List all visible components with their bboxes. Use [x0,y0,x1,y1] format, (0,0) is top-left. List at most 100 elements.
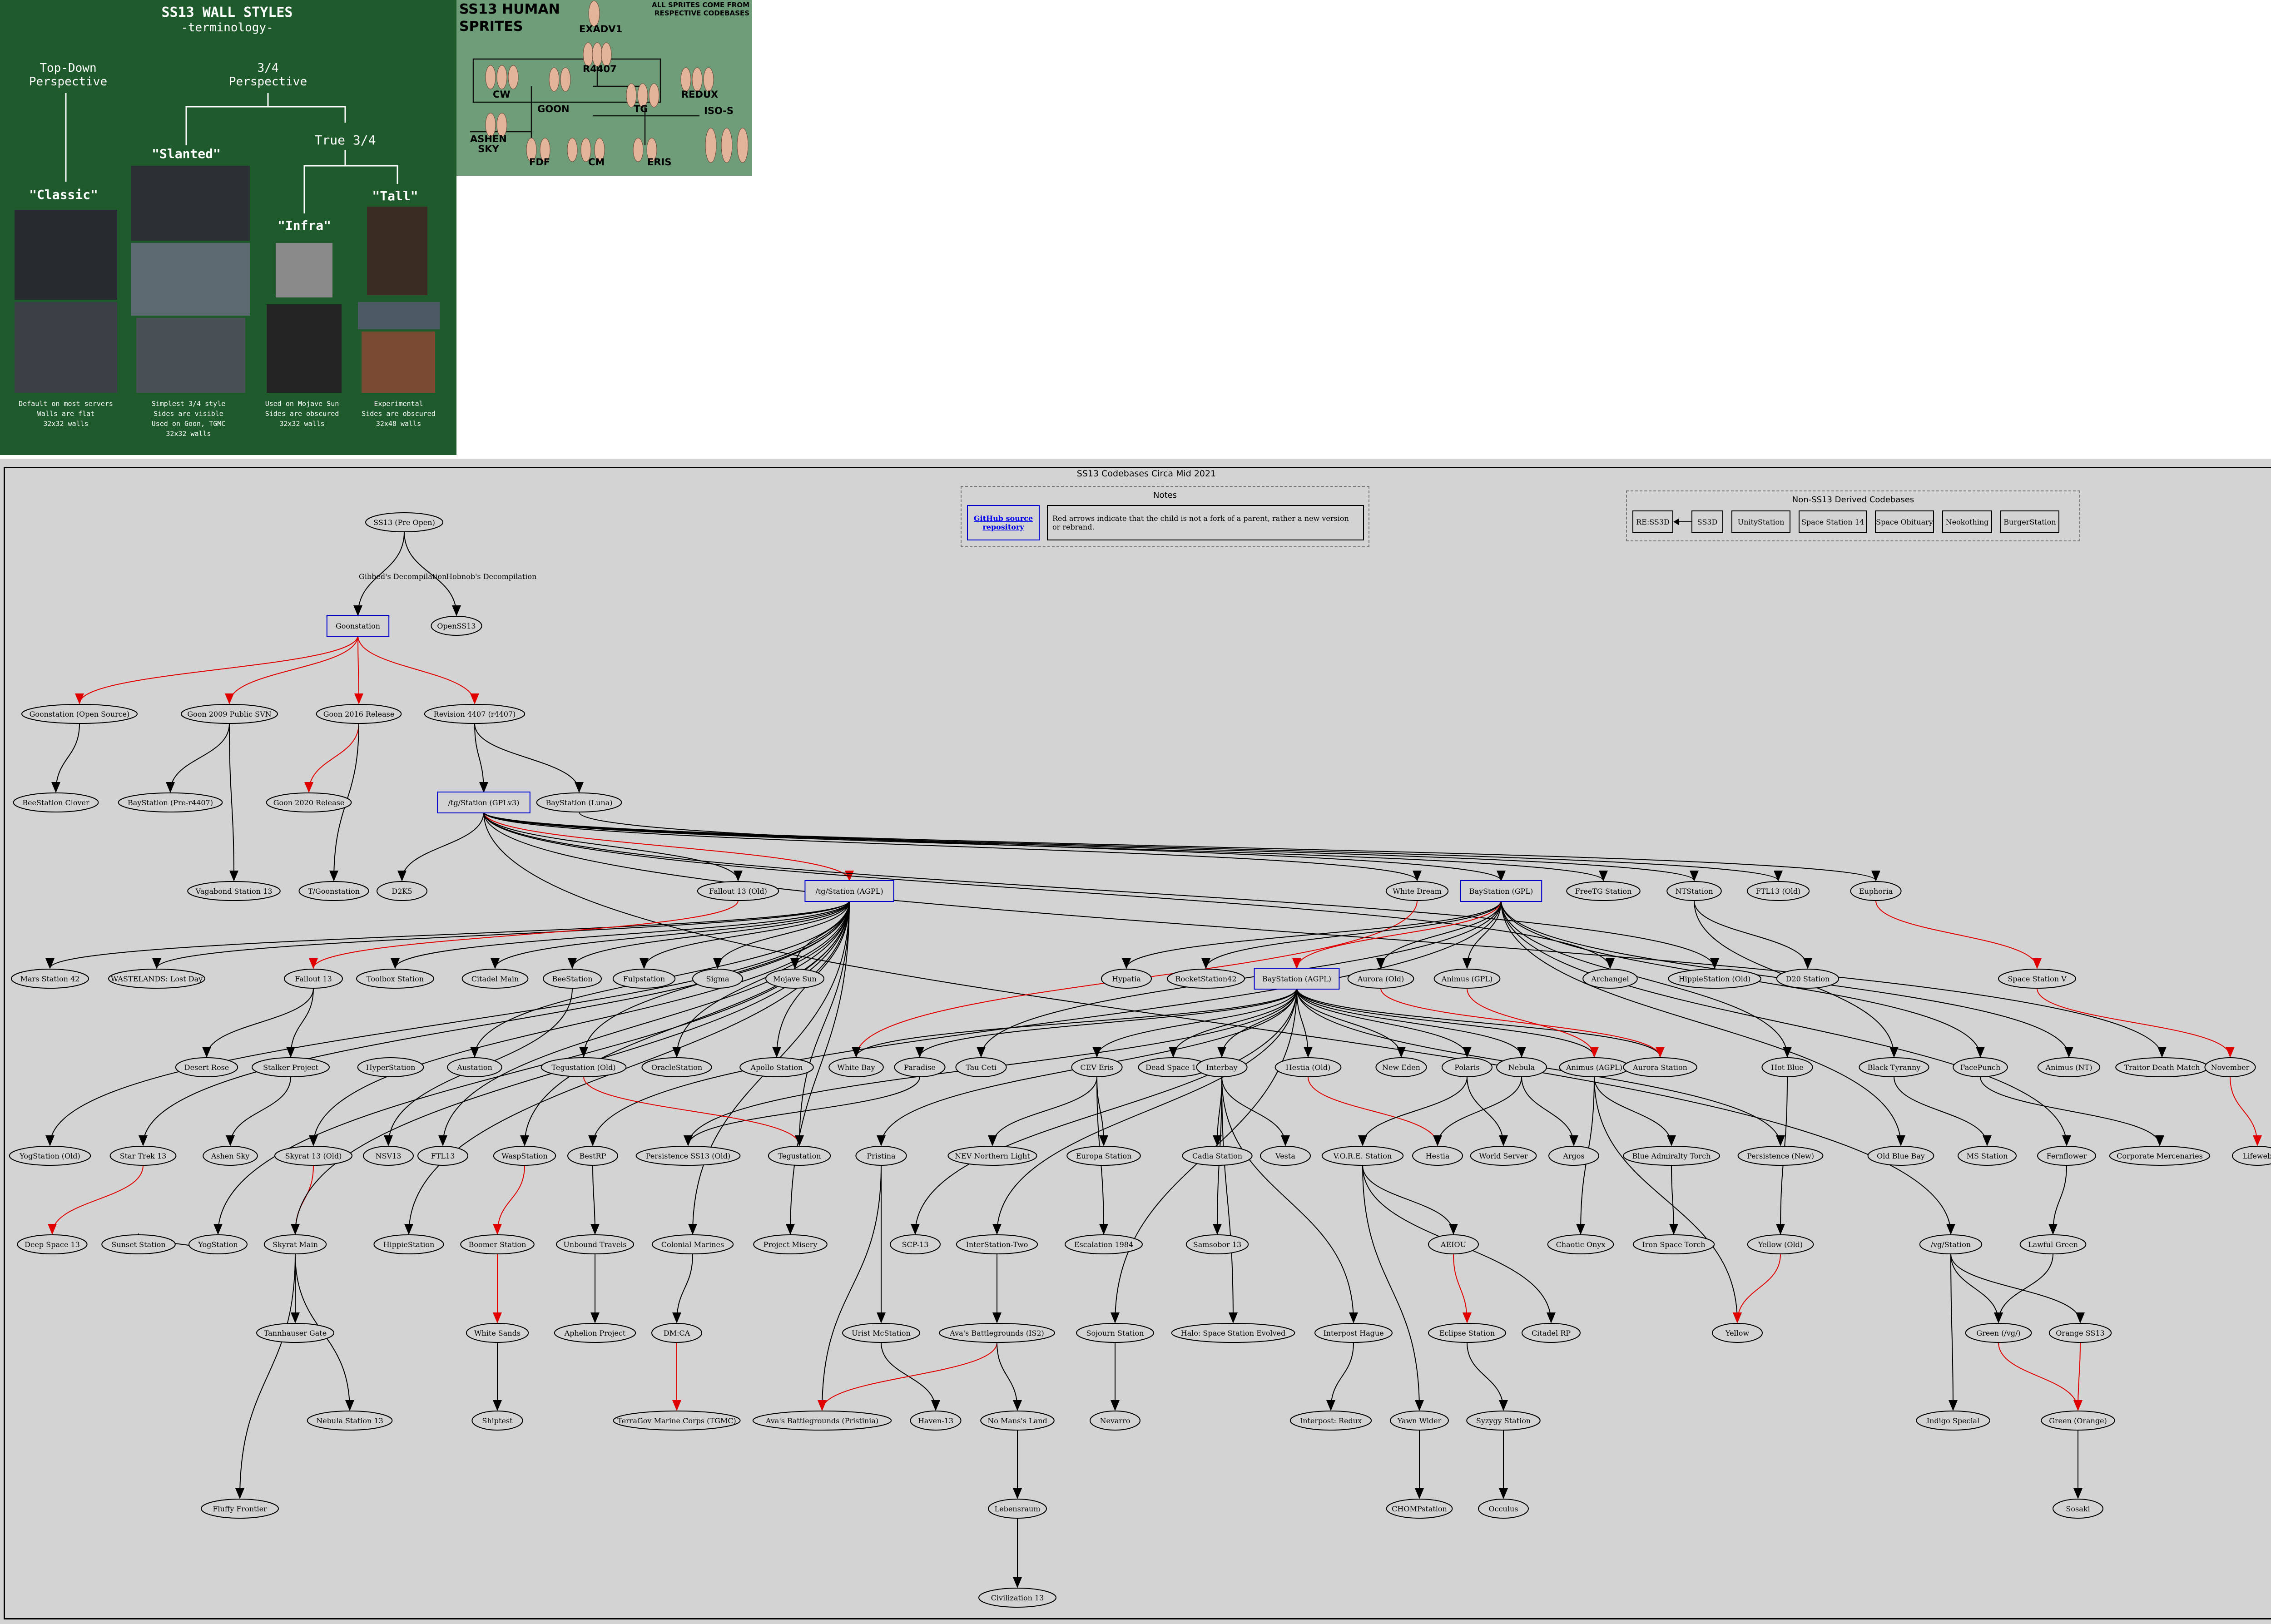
node-label: BayStation (AGPL) [1262,975,1331,983]
codebase-node: Unbound Travels [556,1234,634,1254]
rebrand-edge [1733,1253,1781,1323]
codebase-node: Fluffy Frontier [201,1499,279,1519]
github-codebase-node[interactable]: Goonstation [326,615,390,637]
codebase-node: Animus (AGPL) [1559,1057,1630,1077]
node-label: DM:CA [664,1329,690,1337]
node-label: Green (Orange) [2049,1416,2107,1425]
sprite-label-redux: REDUX [681,89,719,100]
node-shape [373,1234,444,1254]
codebase-node: Goon 2009 Public SVN [181,704,278,724]
node-shape [890,1234,941,1254]
fork-edge [1994,1253,2053,1323]
codebase-node: Black Tyranny [1859,1057,1929,1077]
codebase-node: Lifeweb [2232,1146,2271,1166]
codebase-node: Hestia [1412,1146,1463,1166]
node-label: BayStation (Pre-r4407) [128,798,213,807]
codebase-node: OpenSS13 [431,616,482,636]
fork-edge [1463,900,1502,969]
codebase-node: Yawn Wider [1390,1411,1449,1431]
fork-edge [672,900,850,1058]
node-label: Sosaki [2066,1505,2090,1513]
node-shape [1478,1499,1529,1519]
github-codebase-node[interactable]: BayStation (GPL) [1460,880,1542,902]
node-shape [181,704,278,724]
node-label: Corporate Mercenaries [2117,1152,2203,1160]
codebase-node: Euphoria [1850,881,1902,901]
ss3d-arrow [1673,518,1691,525]
node-shape [2109,1146,2211,1166]
node-label: Chaotic Onyx [1556,1240,1606,1249]
node-shape [1522,1323,1581,1343]
codebase-node: Apollo Station [739,1057,814,1077]
codebase-node: Lawful Green [2019,1234,2087,1254]
fork-edge [438,900,850,1146]
fork-edge [1950,1253,2085,1323]
rebrand-edge [493,1165,525,1235]
node-label: BeeStation [552,975,592,983]
codebase-node: Traitor Death Match [2115,1057,2209,1077]
fork-edge [1201,900,1502,969]
codebase-node: BestRP [567,1146,618,1166]
node-shape [1433,969,1501,989]
node-label: SS13 (Pre Open) [373,518,435,527]
codebase-node: Goon 2016 Release [316,704,402,724]
codebase-node: Toolbox Station [356,969,434,989]
fork-edge [404,531,461,616]
node-label: Ava's Battlegrounds (Pristinia) [765,1416,878,1425]
node-label: Polaris [1454,1063,1479,1072]
node-shape [1254,968,1340,990]
node-label: T/Goonstation [308,887,360,896]
node-label: BeeStation Clover [22,798,89,807]
node-label: Animus (AGPL) [1566,1063,1622,1072]
non-ss13-node: Space Station 14 [1799,510,1867,533]
github-source-link[interactable]: GitHub source repository [973,514,1033,531]
codebase-node: NSV13 [363,1146,414,1166]
node-label: Green (/vg/) [1976,1329,2020,1337]
node-label: Goon 2016 Release [323,710,395,718]
rebrand-edge [354,635,363,704]
codebase-node: BeeStation [543,969,602,989]
node-label: Cadia Station [1192,1152,1242,1160]
github-codebase-node[interactable]: /tg/Station (GPLv3) [437,792,531,813]
codebase-node: Civilization 13 [978,1588,1056,1608]
codebase-node: Halo: Space Station Evolved [1171,1323,1295,1343]
codebase-node: Desert Rose [175,1057,238,1077]
codebase-node: NTStation [1666,881,1722,901]
node-shape [187,881,281,901]
node-label: Fallout 13 [295,975,332,983]
node-label: CHOMPstation [1392,1505,1447,1513]
fork-edge [1296,988,1599,1058]
sprite-label-iso-s: ISO-S [704,105,734,116]
node-label: HippieStation (Old) [1679,975,1751,983]
fork-edge [1122,900,1502,969]
fork-edge [713,900,850,969]
node-shape [554,1323,636,1343]
codebase-node: Occulus [1478,1499,1529,1519]
caption-classic: Default on most servers Walls are flat 3… [19,400,113,428]
fork-edge [1221,1076,1358,1323]
node-label: Tau Ceti [966,1063,997,1072]
node-shape [1289,1411,1372,1431]
codebase-node: D2K5 [377,881,427,901]
fork-edge [590,1165,600,1235]
node-shape [1347,969,1414,989]
codebase-node: FTL13 (Old) [1746,881,1810,901]
codebase-node: No Mans's Land [980,1411,1055,1431]
node-shape [431,616,482,636]
node-label: Paradise [904,1063,936,1072]
node-shape [1919,1234,1983,1254]
github-codebase-node[interactable]: /tg/Station (AGPL) [804,880,894,902]
codebase-node: Fallout 13 (Old) [697,881,779,901]
node-label: FacePunch [1960,1063,2001,1072]
rebrand-edge [75,635,358,704]
fork-edge [1326,1342,1354,1411]
codebase-node: Tau Ceti [955,1057,1007,1077]
codebase-node: White Sands [466,1323,529,1343]
node-shape [377,881,427,901]
github-codebase-node[interactable]: BayStation (AGPL) [1254,968,1340,990]
node-shape [1965,1323,2032,1343]
codebase-node: Syzygy Station [1466,1411,1541,1431]
fork-edge [1501,900,1905,1146]
codebase-node: HippieStation [373,1234,444,1254]
